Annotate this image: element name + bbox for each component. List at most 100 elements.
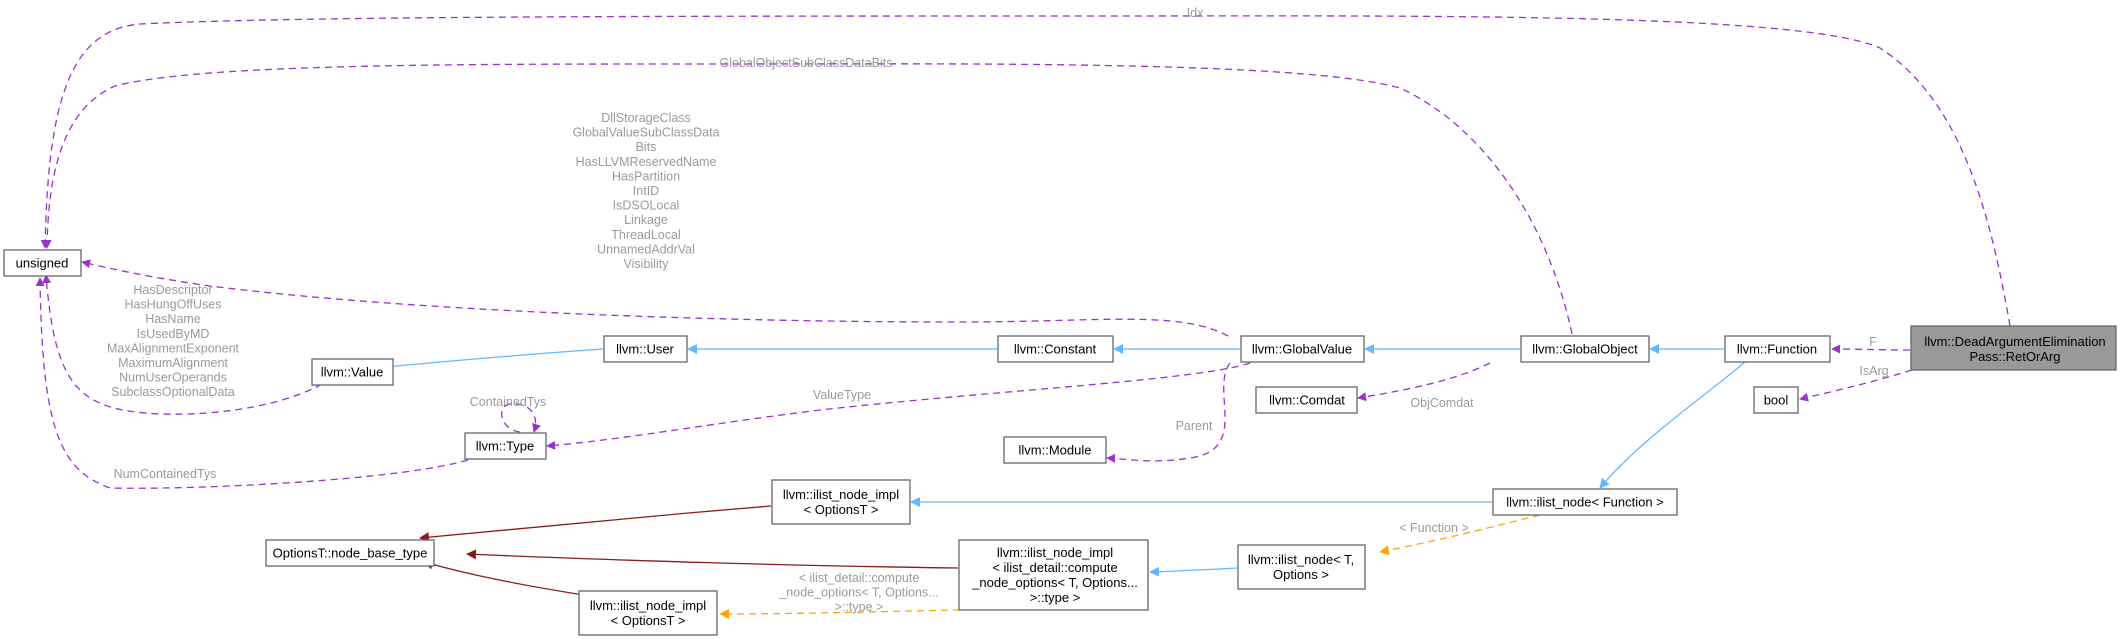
edge-label-line: Visibility [624,257,670,271]
node-ilist-node-impl-optionst-2[interactable]: llvm::ilist_node_impl< OptionsT > [578,590,718,636]
node-label-line: llvm::ilist_node< Function > [1506,495,1664,510]
edge-label-line: NumUserOperands [119,371,227,385]
node-label-line: llvm::Module [1019,443,1092,458]
node-label-line: llvm::ilist_node_impl [590,598,706,613]
edge-label-line: IsArg [1859,364,1888,378]
node-label-line: llvm::ilist_node_impl [783,487,899,502]
edge-label-line: < Function > [1399,521,1469,535]
node-llvm-user[interactable]: llvm::User [603,335,688,363]
edge-value-fields [42,274,323,415]
svg-text:llvm::Type: llvm::Type [476,439,535,454]
node-llvm-constant[interactable]: llvm::Constant [997,335,1114,363]
edge-globalvalue-fields [81,259,1229,337]
edge-label-line: F [1869,335,1877,349]
edge-inherit-tnode-impl [1149,566,1238,577]
edge-label-line: Parent [1176,419,1213,433]
node-label-line: bool [1764,393,1789,408]
edge-label-line: GlobalObjectSubClassDataBits [720,56,893,70]
node-label-line: llvm::GlobalObject [1532,342,1638,357]
node-ilist-node-impl-optionst[interactable]: llvm::ilist_node_impl< OptionsT > [771,479,911,525]
edge-objcomdat [1357,362,1491,402]
edge-label-valuetype: ValueType [813,388,871,402]
node-label-line: < ilist_detail::compute [992,560,1117,575]
edge-isarg [1799,369,1913,402]
edge-label-isarg: IsArg [1859,364,1888,378]
svg-text:OptionsT::node_base_type: OptionsT::node_base_type [273,546,428,561]
edge-label-line: Bits [636,140,657,154]
node-llvm-globalobject[interactable]: llvm::GlobalObject [1520,335,1650,363]
edge-idx [40,15,2011,327]
svg-text:llvm::ilist_node_impl< ilist_d: llvm::ilist_node_impl< ilist_detail::com… [971,545,1138,605]
edge-label-line: GlobalValueSubClassData [572,126,719,140]
node-llvm-globalvalue[interactable]: llvm::GlobalValue [1240,335,1365,363]
edge-label-line: ThreadLocal [611,228,681,242]
edge-label-compute-tpl: < ilist_detail::compute_node_options< T,… [778,571,938,614]
node-unsigned[interactable]: unsigned [3,249,82,277]
svg-text:llvm::ilist_node_impl< Options: llvm::ilist_node_impl< OptionsT > [783,487,899,517]
svg-text:llvm::ilist_node_impl< Options: llvm::ilist_node_impl< OptionsT > [590,598,706,628]
node-llvm-type[interactable]: llvm::Type [464,432,547,460]
edge-label-objcomdat: ObjComdat [1410,396,1474,410]
edges [35,15,2011,619]
node-bool[interactable]: bool [1753,386,1799,414]
edge-label-numcontainedtys: NumContainedTys [114,467,217,481]
node-label-line: < OptionsT > [611,613,686,628]
edge-label-line: HasPartition [612,169,680,183]
edge-template-compute [719,608,961,619]
svg-text:bool: bool [1764,393,1789,408]
edge-valuetype [546,362,1251,450]
edge-inherit-impl-nodebase [419,505,772,543]
node-llvm-value[interactable]: llvm::Value [311,358,394,386]
edge-label-line: UnnamedAddrVal [597,242,695,256]
edge-label-idx: Idx [1187,6,1204,20]
edge-label-line: MaxAlignmentExponent [107,341,240,355]
edge-containedtys [501,403,541,433]
svg-text:llvm::GlobalObject: llvm::GlobalObject [1532,342,1638,357]
edge-label-line: NumContainedTys [114,467,217,481]
node-label-line: >::type > [1030,590,1081,605]
node-label-line: llvm::Function [1737,342,1817,357]
node-label-line: Pass::RetOrArg [1969,349,2060,364]
edge-label-line: >::type > [835,600,884,614]
edge-label-line: ValueType [813,388,871,402]
edge-parent [1106,362,1231,463]
node-optionst-node-base-type[interactable]: OptionsT::node_base_type [265,539,435,567]
edge-label-function-tpl: < Function > [1399,521,1469,535]
node-label-line: llvm::Value [321,365,384,380]
edge-inherit-function-ilistnode [1599,361,1746,489]
node-label-line: llvm::GlobalValue [1252,342,1352,357]
edge-label-line: MaximumAlignment [118,356,228,370]
edge-label-line: ObjComdat [1410,396,1474,410]
node-label-line: llvm::Comdat [1269,393,1345,408]
edge-inherit-impl2-nodebase [423,559,591,597]
svg-text:llvm::Value: llvm::Value [321,365,384,380]
node-label-line: llvm::Type [476,439,535,454]
svg-text:llvm::ilist_node< Function >: llvm::ilist_node< Function > [1506,495,1664,510]
node-ilist-node-impl-compute[interactable]: llvm::ilist_node_impl< ilist_detail::com… [958,539,1149,611]
node-label-line: OptionsT::node_base_type [273,546,428,561]
node-llvm-function[interactable]: llvm::Function [1724,335,1831,363]
svg-text:llvm::GlobalValue: llvm::GlobalValue [1252,342,1352,357]
edge-f [1831,344,1911,354]
edge-label-line: DllStorageClass [601,111,691,125]
node-label-line: < OptionsT > [804,502,879,517]
edge-label-line: IsUsedByMD [137,327,210,341]
nodes: unsigned llvm::Value llvm::User llvm::Co… [3,249,2117,636]
node-llvm-module[interactable]: llvm::Module [1003,436,1107,464]
node-ilist-node-function[interactable]: llvm::ilist_node< Function > [1492,488,1678,516]
svg-text:llvm::Constant: llvm::Constant [1014,342,1097,357]
node-llvm-comdat[interactable]: llvm::Comdat [1255,386,1358,414]
svg-text:llvm::Module: llvm::Module [1019,443,1092,458]
edge-label-line: ContainedTys [470,395,546,409]
svg-text:llvm::ilist_node< T,Options >: llvm::ilist_node< T,Options > [1248,552,1354,582]
svg-text:llvm::Function: llvm::Function [1737,342,1817,357]
node-ilist-node-t-options[interactable]: llvm::ilist_node< T,Options > [1237,544,1366,590]
edge-label-line: HasLLVMReservedName [576,155,717,169]
edge-label-parent: Parent [1176,419,1213,433]
edge-label-line: IntID [633,184,659,198]
node-label-line: Options > [1273,567,1329,582]
